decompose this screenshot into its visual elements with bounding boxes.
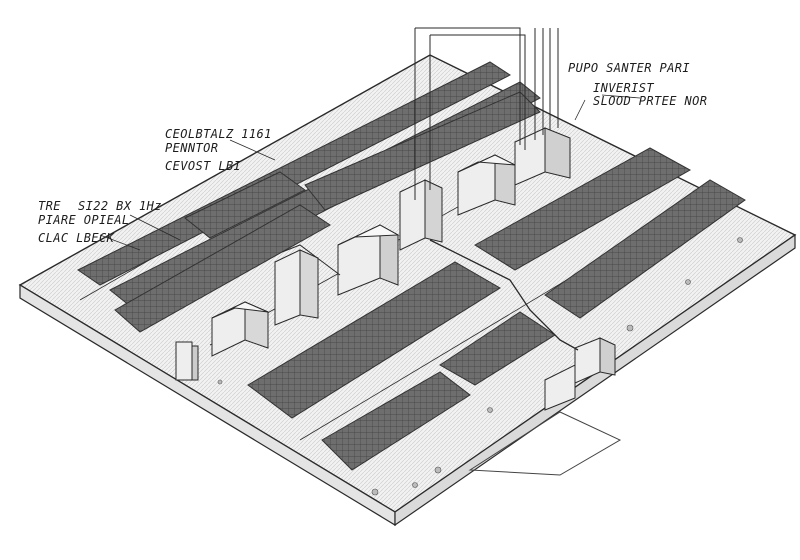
label-far-left-2: SI22 BX 1Hz — [78, 199, 162, 213]
label-left-1: CEOLBTALZ 1161 — [165, 127, 272, 141]
label-top-right-3: SLOOD PRTEE NOR — [593, 94, 707, 108]
inverter-cabinet — [211, 301, 269, 357]
label-top-right-2: INVERIST — [593, 81, 654, 95]
solar-panel-row — [304, 91, 541, 211]
solar-panel-row — [77, 61, 511, 286]
ground-platform — [18, 54, 797, 527]
substation-box — [514, 127, 571, 186]
solar-panel-row — [544, 179, 746, 319]
annotations: PUPO SANTER PARI INVERIST SLOOD PRTEE NO… — [38, 61, 707, 245]
solar-panel-row — [321, 371, 471, 471]
solar-panel-row — [247, 261, 501, 419]
label-left-2: PENNTOR — [165, 141, 218, 155]
shrubs — [217, 237, 743, 496]
overhead-cables — [281, 27, 579, 351]
inverter-cabinet — [274, 249, 319, 326]
label-far-left-1: TRE — [38, 199, 61, 213]
solar-panel-row — [474, 147, 692, 271]
leader-lines — [99, 94, 641, 251]
meter-post — [175, 341, 199, 381]
solar-panel-row — [184, 171, 306, 239]
combiner-box — [399, 179, 443, 251]
label-far-left-3: PIARE OPIEAL — [38, 213, 130, 227]
label-left-3: CEVOST LBI — [165, 159, 241, 173]
label-top-right-1: PUPO SANTER PARI — [568, 61, 690, 75]
junction-building — [544, 337, 616, 411]
solar-array — [77, 61, 746, 471]
control-building — [457, 154, 516, 216]
label-far-left-4: CLAC LBECK — [38, 231, 115, 245]
equipment — [175, 127, 616, 411]
transformer-box — [337, 224, 400, 296]
solar-panel-row — [114, 204, 331, 333]
